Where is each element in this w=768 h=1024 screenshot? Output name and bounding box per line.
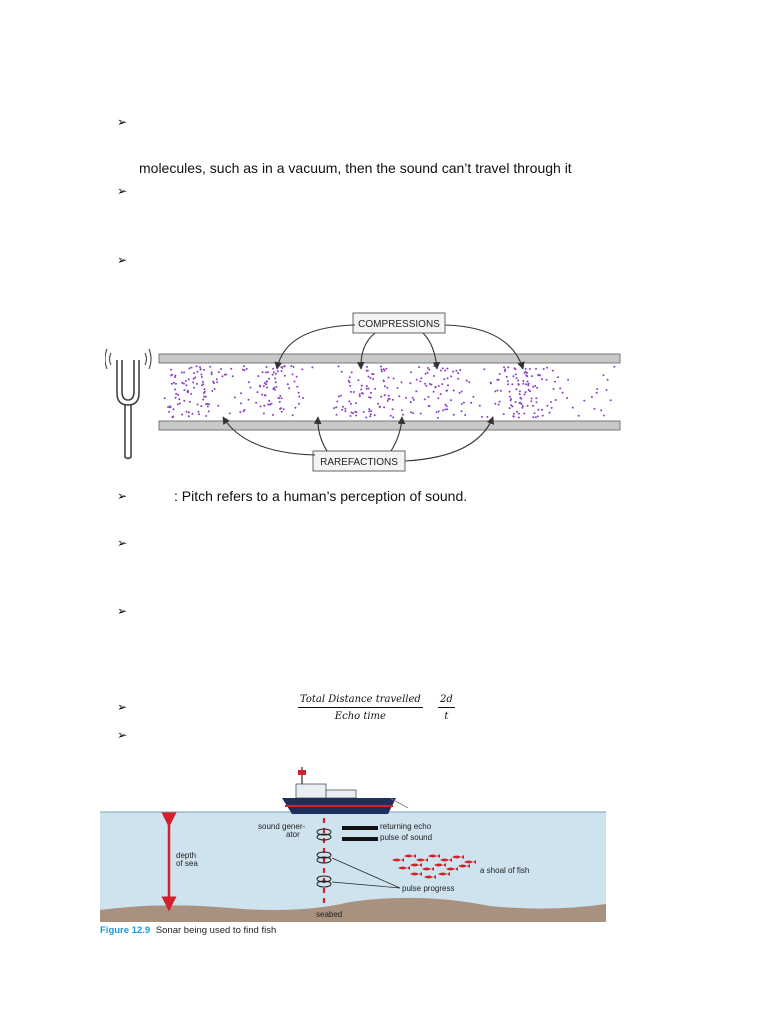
seabed (100, 897, 606, 922)
pulse-of-sound-label: pulse of sound (380, 833, 432, 842)
rarefactions-label: RAREFACTIONS (320, 457, 398, 468)
bullet-marker: ➢ (117, 184, 128, 198)
sound-wave-figure: COMPRESSIONS RAREFACTIONS (105, 312, 621, 472)
generator-label: sound gener- (258, 822, 305, 831)
tube-bottom-wall (158, 420, 621, 431)
bullet-marker: ➢ (117, 728, 128, 742)
bullet-marker: ➢ (117, 700, 128, 714)
formula-fraction: Total Distance travelled Echo time (298, 694, 423, 722)
air-particles (163, 365, 616, 419)
bullet-marker: ➢ (117, 604, 128, 618)
boat-icon (282, 767, 409, 814)
formula-denominator: Echo time (334, 711, 386, 722)
generator-label-2: ator (286, 830, 300, 839)
caption-number: Figure 12.9 (100, 925, 150, 936)
bullet-marker: ➢ (117, 253, 128, 267)
depth-label: depth (176, 851, 196, 860)
fish-shoal-icon (392, 854, 476, 879)
pitch-text: : Pitch refers to a human’s perception o… (174, 488, 468, 504)
returning-echo-label: returning echo (380, 822, 432, 831)
seabed-label: seabed (316, 910, 342, 919)
bullet-marker: ➢ (117, 489, 128, 503)
pulse-progress-label: pulse progress (402, 884, 454, 893)
bullet-marker: ➢ (117, 115, 128, 129)
bullet-marker: ➢ (117, 536, 128, 550)
formula-numerator: Total Distance travelled (298, 694, 423, 708)
depth-label-2: of sea (176, 859, 198, 868)
formula-fraction-short: 2d t (438, 694, 455, 722)
tuning-fork-icon (105, 348, 152, 460)
tube-top-wall (158, 353, 621, 364)
vacuum-text: molecules, such as in a vacuum, then the… (139, 160, 572, 176)
sonar-figure: sound gener- ator returning echo pulse o… (100, 767, 606, 936)
formula-denominator-t: t (444, 711, 449, 722)
caption-text: Sonar being used to find fish (156, 925, 276, 936)
shoal-label: a shoal of fish (480, 866, 529, 875)
formula-numerator-2d: 2d (438, 694, 455, 708)
figure-caption: Figure 12.9 Sonar being used to find fis… (100, 925, 276, 936)
compressions-label: COMPRESSIONS (358, 319, 440, 330)
